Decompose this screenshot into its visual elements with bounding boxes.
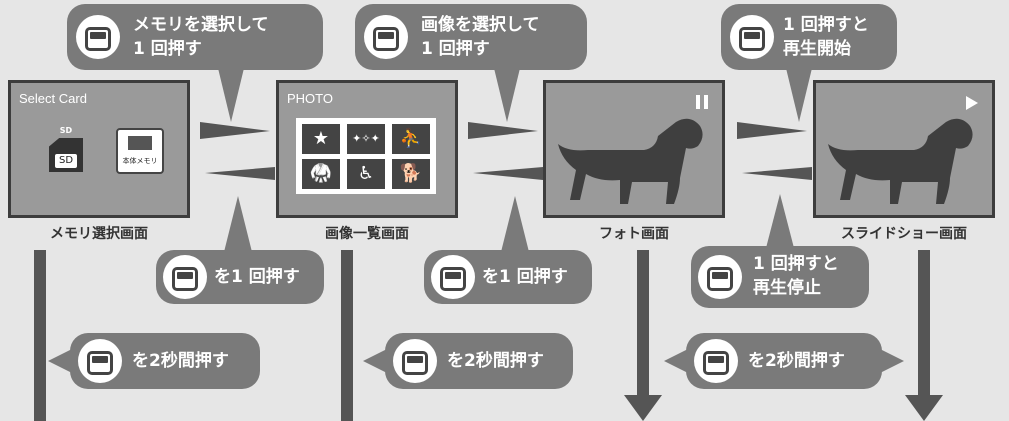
sd-card-icon: SD SD [49, 126, 83, 172]
instruction-bubble-hold: を2秒間押す [48, 333, 260, 389]
bubble-text: 1 回押すと 再生開始 [783, 15, 869, 59]
sd-card-main-label: SD [58, 155, 74, 166]
thumb-person-jump-icon: ⛹ [392, 124, 430, 154]
instruction-bubble-select-memory: メモリを選択して 1 回押す [67, 4, 323, 122]
down-arrow [918, 250, 930, 400]
vertical-bar [341, 250, 353, 421]
bubble-text: 1 回押すと 再生停止 [753, 254, 839, 298]
thumb-star-icon: ★ [302, 124, 340, 154]
bubble-text: 画像を選択して 1 回押す [421, 15, 540, 59]
screen-memory-select: Select Card SD SD 本体メモリ [8, 80, 190, 218]
dachshund-photo-image [558, 118, 703, 204]
screen-slideshow [813, 80, 995, 218]
screen-title: Select Card [19, 91, 87, 106]
caption-slideshow: スライドショー画面 [841, 226, 967, 242]
thumb-stars-icon: ✦✧✦ [347, 124, 385, 154]
bubble-text: を2秒間押す [132, 351, 229, 371]
pause-icon [696, 95, 708, 109]
instruction-bubble-hold: を2秒間押す [664, 333, 904, 389]
power-return-button-icon [431, 255, 475, 299]
bubble-text: メモリを選択して 1 回押す [133, 15, 269, 59]
instruction-bubble-back: を1 回押す [424, 196, 592, 304]
down-arrow-head [905, 395, 943, 421]
vertical-bar [34, 250, 46, 421]
instruction-bubble-back: を1 回押す [156, 196, 324, 304]
bubble-text: を2秒間押す [447, 351, 544, 371]
internal-memory-icon: 本体メモリ [116, 128, 164, 174]
power-return-button-icon [163, 255, 207, 299]
instruction-bubble-stop-play: 1 回押すと 再生停止 [691, 194, 869, 308]
instruction-bubble-hold: を2秒間押す [363, 333, 573, 389]
enter-button-icon [730, 15, 774, 59]
sd-card-top-label: SD [59, 126, 73, 135]
photo-grid: ★ ✦✧✦ ⛹ 🥋 ♿ 🐕 [296, 118, 436, 194]
down-arrow [637, 250, 649, 400]
caption-photo: フォト画面 [599, 226, 669, 242]
internal-memory-label: 本体メモリ [122, 157, 158, 165]
menu-button-icon [78, 339, 122, 383]
instruction-bubble-select-image: 画像を選択して 1 回押す [355, 4, 587, 122]
caption-photo-list: 画像一覧画面 [325, 226, 409, 242]
enter-button-icon [694, 339, 738, 383]
dachshund-photo-image [828, 118, 973, 204]
screen-photo-list: PHOTO ★ ✦✧✦ ⛹ 🥋 ♿ 🐕 [276, 80, 458, 218]
enter-button-icon [364, 15, 408, 59]
power-return-button-icon [698, 255, 742, 299]
bubble-text: を1 回押す [482, 267, 568, 287]
bubble-text: を2秒間押す [748, 351, 845, 371]
caption-memory-select: メモリ選択画面 [50, 226, 148, 242]
screen-title: PHOTO [287, 91, 333, 106]
bubble-text: を1 回押す [214, 267, 300, 287]
enter-button-icon [393, 339, 437, 383]
thumb-kick-icon: 🥋 [302, 159, 340, 189]
play-icon [966, 96, 978, 110]
menu-button-icon [76, 15, 120, 59]
thumb-dog-icon: 🐕 [392, 159, 430, 189]
screen-photo [543, 80, 725, 218]
instruction-bubble-start-play: 1 回押すと 再生開始 [721, 4, 897, 122]
thumb-child-icon: ♿ [347, 159, 385, 189]
down-arrow-head [624, 395, 662, 421]
